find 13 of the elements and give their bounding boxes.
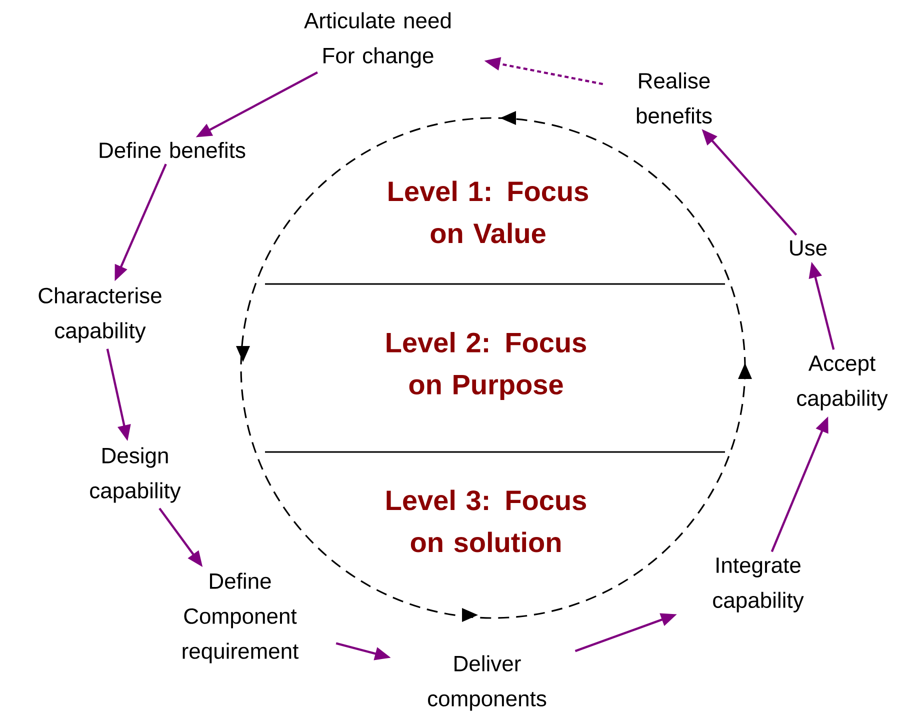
step-label: Design capability — [90, 447, 181, 503]
step-label: Define Component requirement — [182, 572, 299, 664]
step-label: Deliver components — [428, 655, 546, 711]
step-label: Characterise capability — [38, 287, 162, 343]
step-label: Accept capability — [797, 356, 888, 410]
step-label: Integrate capability — [713, 558, 804, 612]
step-label: Define benefits — [100, 142, 246, 158]
step-label: Realise benefits — [636, 72, 712, 124]
level-label: Level 3: Focus on solution — [386, 490, 586, 552]
step-label: Articulate need For change — [304, 12, 451, 68]
step-label: Use — [790, 240, 827, 256]
level-label: Level 2: Focus on Purpose — [386, 332, 586, 400]
level-label: Level 1: Focus on Value — [388, 180, 588, 244]
